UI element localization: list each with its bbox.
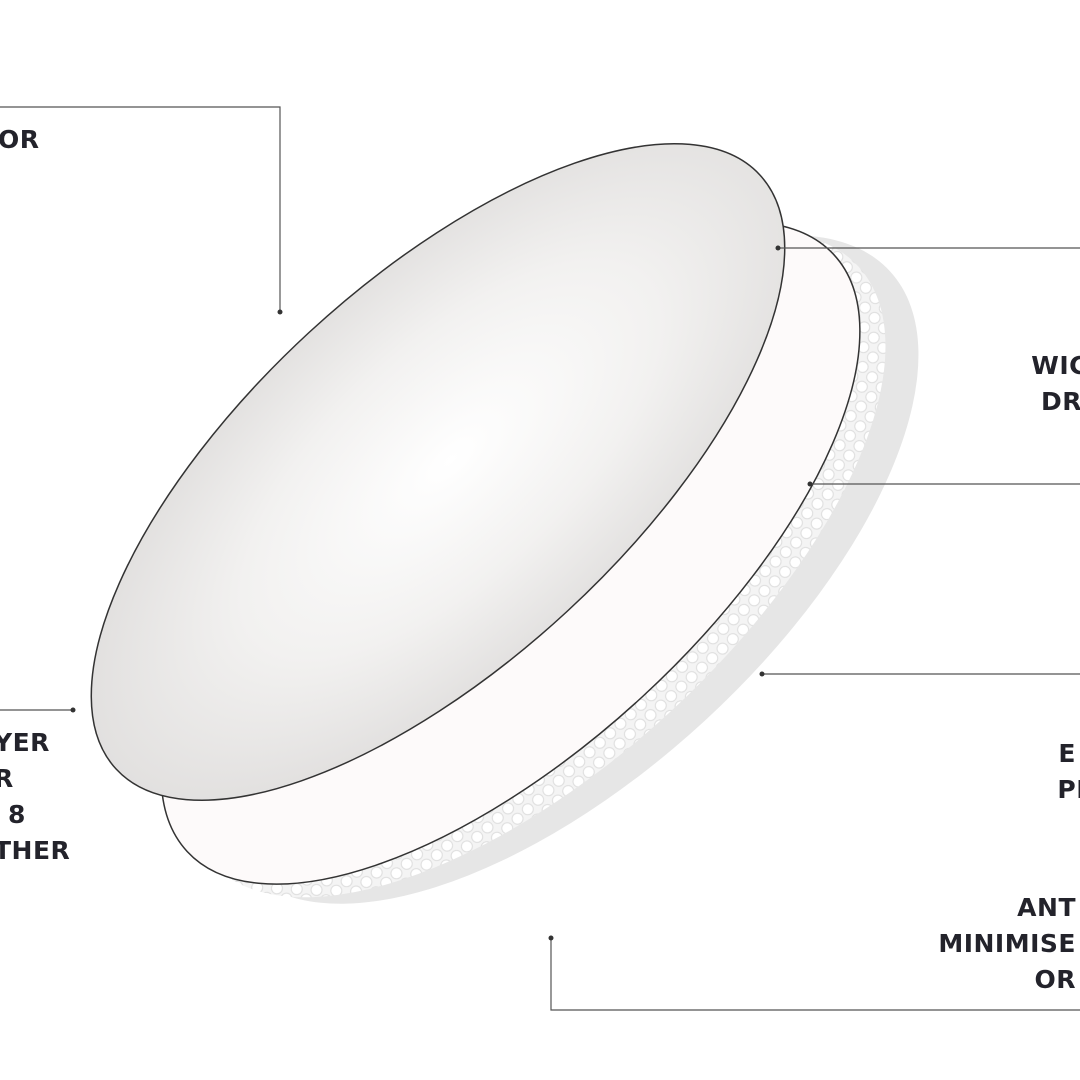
label-line: E [1058,739,1076,768]
label-line: THER [0,836,71,865]
label-right-upper: WIC DR [1031,348,1080,420]
leader-top-left [0,106,281,312]
leader-dot [807,481,813,487]
label-left: YER R 8 THER [0,725,70,869]
leader-lines [0,106,1080,1011]
leader-dot [548,935,554,941]
label-line: R [0,764,14,793]
label-right-middle: E PI [1057,736,1080,808]
label-right-bottom: ANT MINIMISE OR [938,890,1076,998]
leader-dot [277,309,283,315]
label-line: YER [0,728,50,757]
leader-bottom [550,938,1080,1011]
label-top-left: OR [0,122,40,158]
label-line: ANT [1017,893,1076,922]
leader-dots [70,245,813,941]
leader-dot [70,707,76,713]
leader-dot [775,245,781,251]
label-line: OR [0,125,40,154]
label-line: OR [1034,965,1076,994]
label-line: MINIMISE [938,929,1076,958]
label-line: 8 [8,800,26,829]
pad-top-face [90,143,786,801]
label-line: WIC [1031,351,1080,380]
label-line: PI [1057,775,1080,804]
label-line: DR [1040,387,1080,416]
leader-dot [759,671,765,677]
